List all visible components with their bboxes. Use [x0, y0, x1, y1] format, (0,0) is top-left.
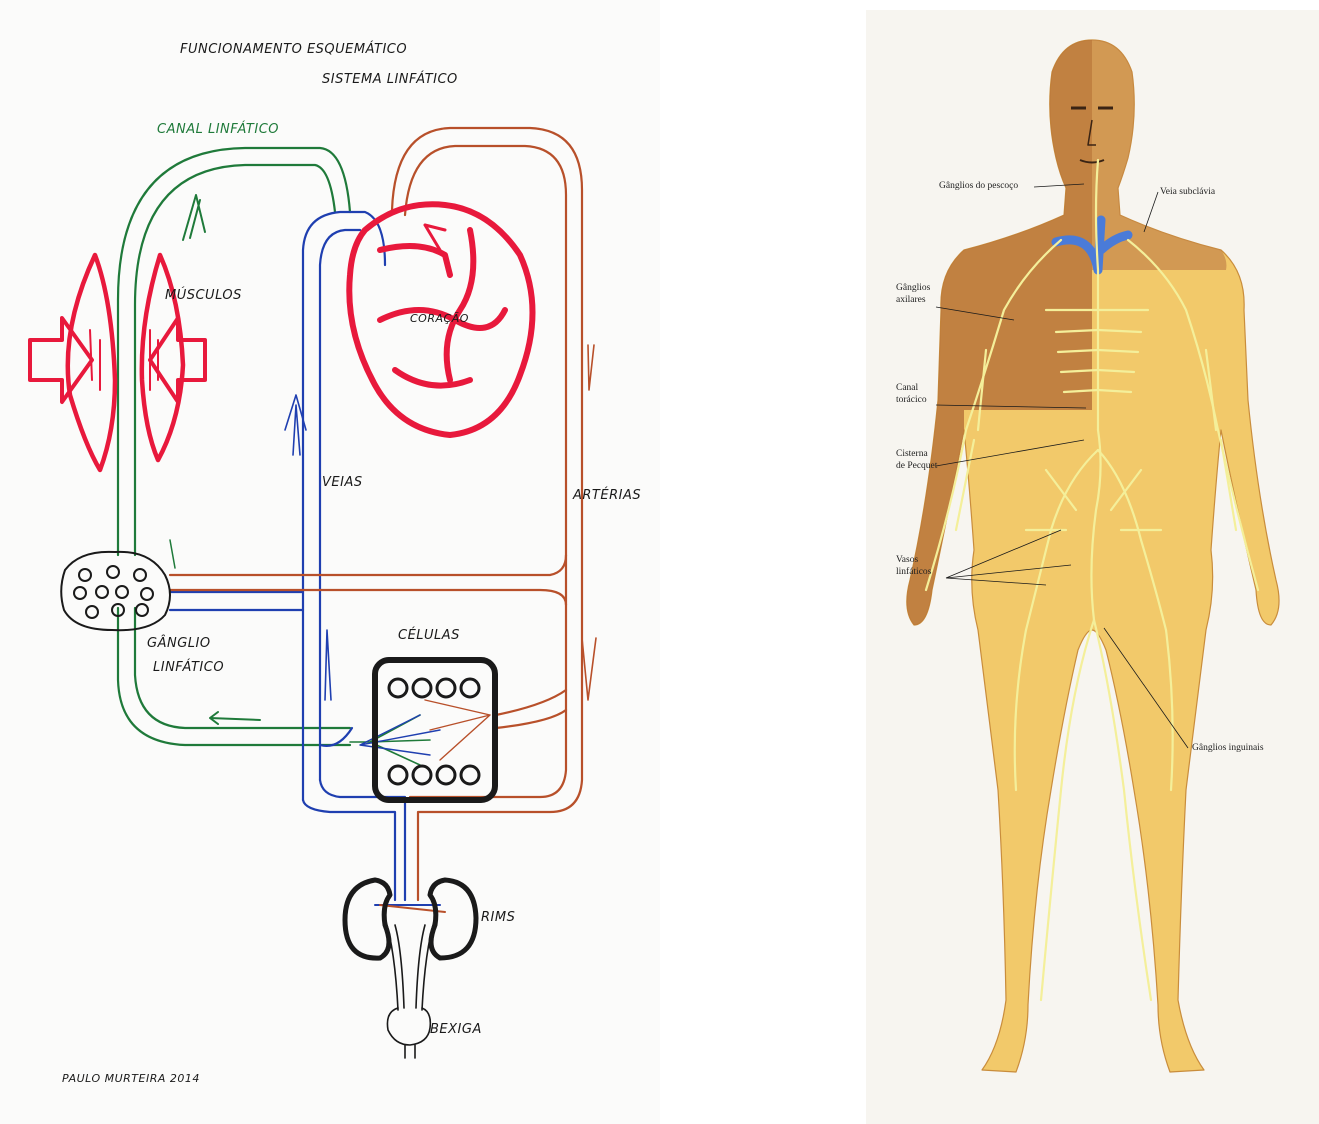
label-canal-toracico: Canal torácico: [896, 382, 927, 406]
label-ganglio-line2: LINFÁTICO: [153, 660, 224, 675]
label-ganglios-inguinais: Gânglios inguinais: [1192, 742, 1264, 754]
label-ganglios-pescoco: Gânglios do pescoço: [939, 180, 1018, 192]
kidneys-drawing: [345, 880, 476, 958]
label-coracao: CORAÇÃO: [410, 312, 469, 325]
bladder-drawing: [385, 918, 435, 1058]
label-canal-linfatico: CANAL LINFÁTICO: [157, 122, 279, 137]
label-rims: RIMS: [481, 910, 515, 925]
lymphatic-anatomy-illustration: Gânglios do pescoço Veia subclávia Gângl…: [866, 10, 1319, 1124]
diagram-title-line2: SISTEMA LINFÁTICO: [322, 72, 458, 87]
lymphatic-schematic: FUNCIONAMENTO ESQUEMÁTICO SISTEMA LINFÁT…: [0, 0, 660, 1124]
label-cisterna-pecquet: Cisterna de Pecquet: [896, 448, 937, 472]
label-vasos-linfaticos: Vasos linfáticos: [896, 554, 931, 578]
label-ganglio-line1: GÂNGLIO: [147, 636, 211, 651]
label-arterias: ARTÉRIAS: [573, 488, 641, 503]
label-celulas: CÉLULAS: [398, 628, 460, 643]
label-ganglios-axilares: Gânglios axilares: [896, 282, 930, 306]
label-veia-subclavia: Veia subclávia: [1160, 186, 1215, 198]
signature: PAULO MURTEIRA 2014: [62, 1072, 200, 1085]
label-bexiga: BEXIGA: [430, 1022, 482, 1037]
label-veias: VEIAS: [322, 475, 363, 490]
lymph-node-drawing: [61, 552, 170, 630]
label-musculos: MÚSCULOS: [165, 288, 242, 303]
diagram-title-line1: FUNCIONAMENTO ESQUEMÁTICO: [180, 42, 407, 57]
